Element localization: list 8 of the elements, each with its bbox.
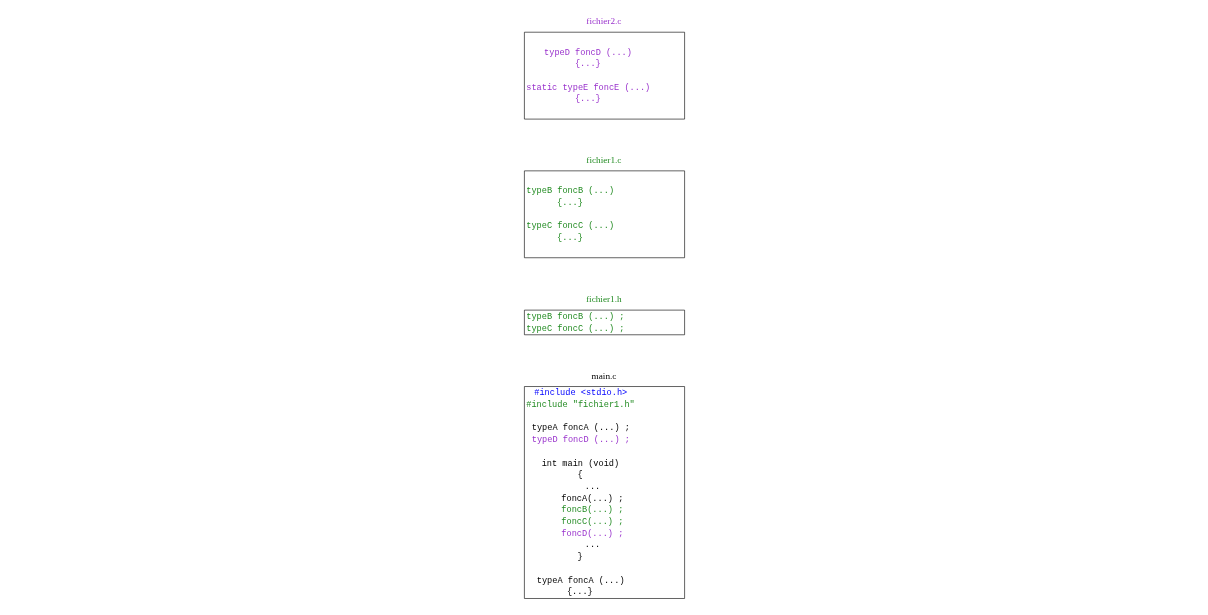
- node-box: typeB foncB (...) {...} typeC foncC (...) {...}: [523, 170, 685, 259]
- node-label: fichier1.h: [585, 294, 622, 305]
- node-label: fichier1.c: [585, 154, 621, 165]
- node-box: typeD foncD (...) {...} static typeE foncE (...) {...}: [523, 31, 685, 120]
- node-box: typeB foncB (...) ; typeC foncC (...) ;: [523, 309, 685, 336]
- node-label: fichier2.c: [585, 16, 621, 27]
- node-box: #include <stdio.h> #include "fichier1.h" typeA foncA (...) ; typeD foncD (...) ; int main (void) { ... foncA(...) ; foncB(...) ; foncC(...) ; foncD(...) ; ... } typeA foncA (...) {...}: [523, 386, 685, 599]
- node-label: main.c: [591, 370, 616, 381]
